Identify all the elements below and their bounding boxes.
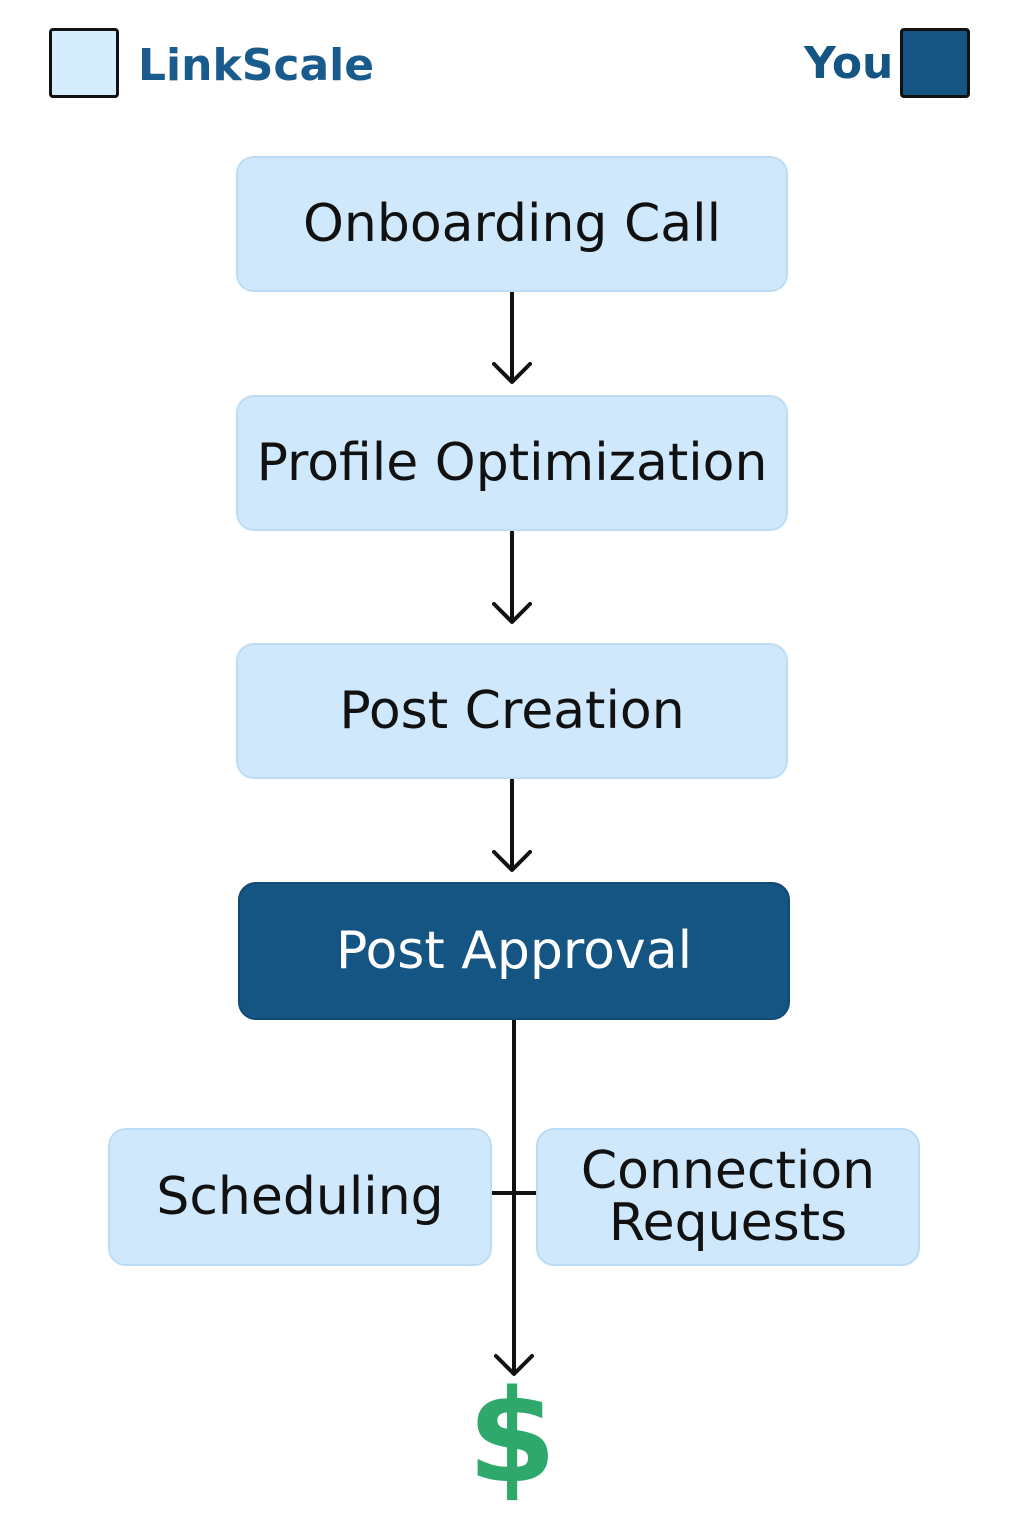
branch-connection-requests: Connection Requests [536, 1128, 920, 1266]
legend-swatch-you [900, 28, 970, 98]
branch-connection-requests-line2: Requests [608, 1193, 848, 1253]
step-post-approval: Post Approval [238, 882, 790, 1020]
step-profile-optimization: Profile Optimization [236, 395, 788, 531]
step-profile-optimization-label: Profile Optimization [256, 433, 768, 493]
arrowhead-profile-to-creation [492, 602, 532, 624]
branch-connection-requests-line1: Connection [580, 1141, 876, 1201]
arrowhead-creation-to-approval [492, 850, 532, 872]
branch-scheduling: Scheduling [108, 1128, 492, 1266]
arrowhead-onboarding-to-profile [492, 362, 532, 384]
legend-label-linkscale: LinkScale [138, 40, 375, 91]
step-post-approval-label: Post Approval [335, 921, 693, 981]
step-onboarding-call-label: Onboarding Call [302, 194, 722, 254]
step-post-creation: Post Creation [236, 643, 788, 779]
dollar-icon: $ [467, 1363, 557, 1512]
step-onboarding-call: Onboarding Call [236, 156, 788, 292]
step-post-creation-label: Post Creation [339, 681, 685, 741]
legend-swatch-linkscale [49, 28, 119, 98]
branch-scheduling-label: Scheduling [156, 1167, 444, 1227]
legend-label-you: You [804, 38, 894, 89]
